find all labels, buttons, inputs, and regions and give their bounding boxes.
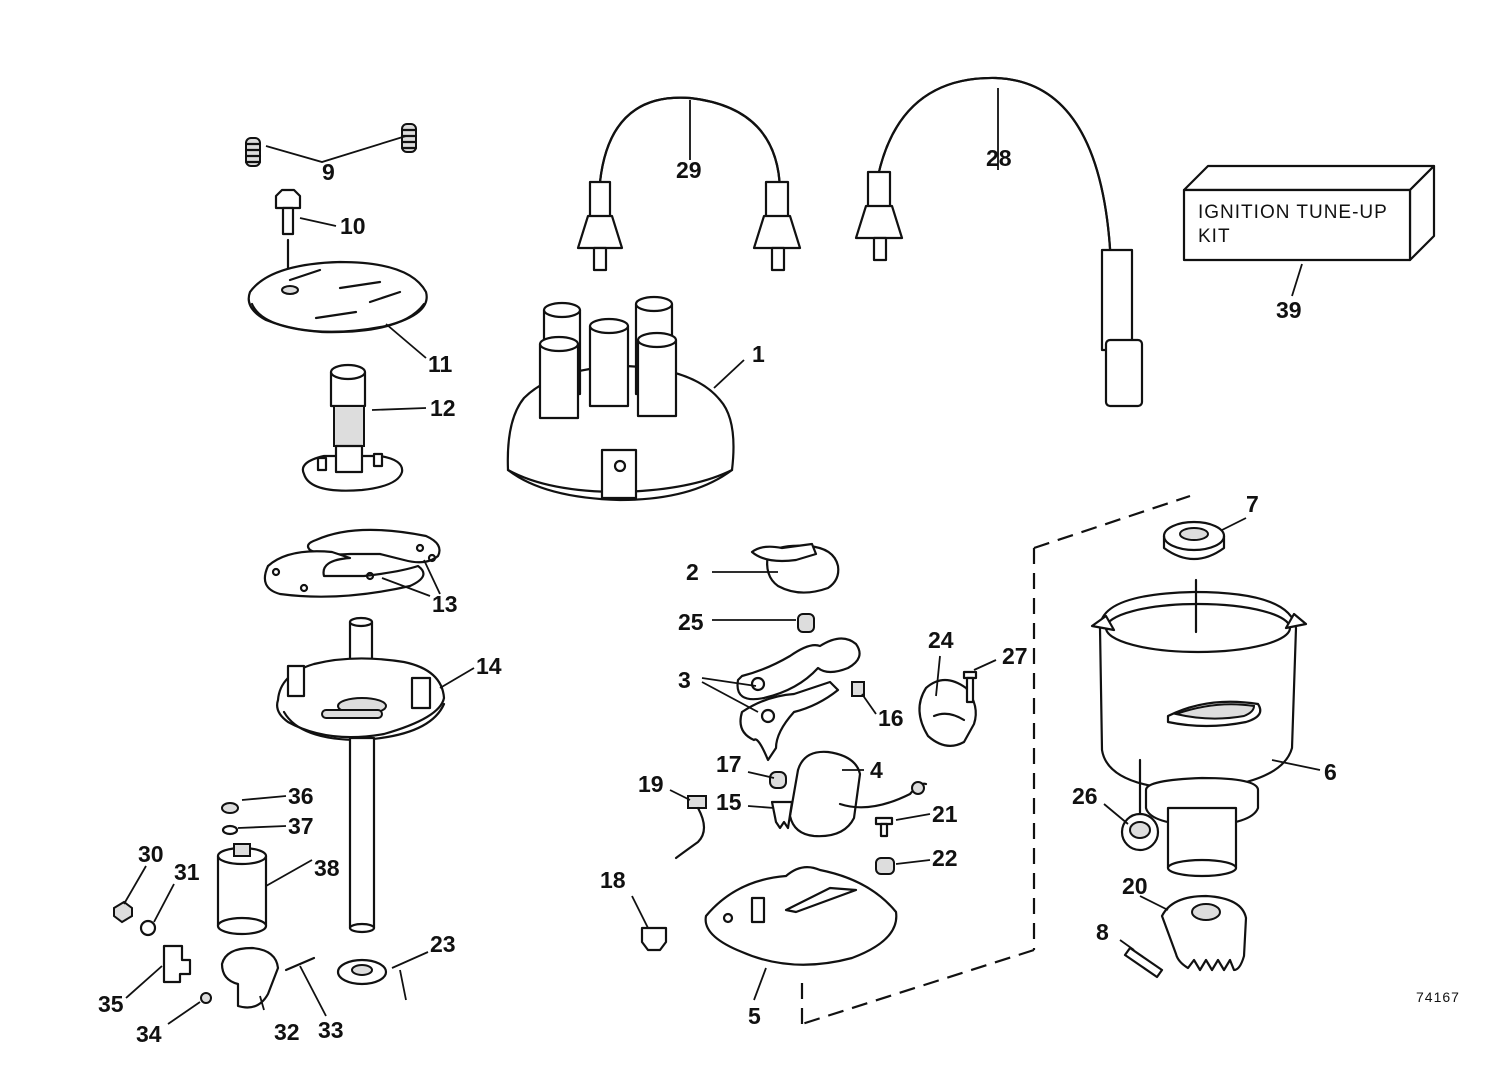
callout-31: 31 bbox=[174, 859, 200, 885]
part-6-distributor-housing bbox=[1090, 578, 1308, 878]
callout-36: 36 bbox=[288, 783, 314, 809]
callout-16: 16 bbox=[878, 705, 904, 731]
parts-15-17-hardware bbox=[769, 771, 794, 830]
part-11-breaker-plate bbox=[247, 260, 428, 334]
part-38-condenser bbox=[216, 843, 268, 936]
callout-17: 17 bbox=[716, 751, 742, 777]
callout-8: 8 bbox=[1096, 919, 1109, 945]
callout-37: 37 bbox=[288, 813, 314, 839]
callout-35: 35 bbox=[98, 991, 124, 1017]
part-24-clip bbox=[918, 678, 977, 747]
part-1-distributor-cap bbox=[506, 295, 735, 502]
part-14-shaft-assembly bbox=[276, 616, 446, 934]
part-20-gear bbox=[1160, 894, 1248, 972]
part-5-base-plate bbox=[704, 865, 898, 966]
callout-numbers: 1 2 3 4 5 6 7 8 9 10 11 12 13 14 15 16 1… bbox=[98, 145, 1337, 1047]
callout-29: 29 bbox=[676, 157, 702, 183]
callout-38: 38 bbox=[314, 855, 340, 881]
parts-21-22-hardware bbox=[874, 816, 895, 875]
callout-22: 22 bbox=[932, 845, 958, 871]
part-19-ground-wire bbox=[674, 795, 707, 860]
callout-11: 11 bbox=[428, 351, 453, 377]
callout-23: 23 bbox=[430, 931, 456, 957]
part-7-seal bbox=[1162, 520, 1226, 560]
kit-label-line1: IGNITION TUNE-UP bbox=[1198, 202, 1388, 223]
callout-13: 13 bbox=[432, 591, 458, 617]
callout-20: 20 bbox=[1122, 873, 1148, 899]
callout-39: 39 bbox=[1276, 297, 1302, 323]
callout-5: 5 bbox=[748, 1003, 761, 1029]
callout-3: 3 bbox=[678, 667, 691, 693]
callout-15: 15 bbox=[716, 789, 742, 815]
callout-26: 26 bbox=[1072, 783, 1098, 809]
part-8-pin bbox=[1123, 946, 1164, 979]
catalog-number: 74167 bbox=[1416, 989, 1460, 1005]
callout-28: 28 bbox=[986, 145, 1012, 171]
callout-18: 18 bbox=[600, 867, 626, 893]
callout-34: 34 bbox=[136, 1021, 162, 1047]
part-26-bushing bbox=[1120, 758, 1160, 852]
leader-lines bbox=[123, 88, 1321, 1025]
part-23-washer bbox=[336, 958, 388, 986]
part-25-felt-wick bbox=[797, 613, 815, 633]
part-27-screw bbox=[962, 670, 978, 704]
callout-9: 9 bbox=[322, 159, 335, 185]
callout-12: 12 bbox=[430, 395, 456, 421]
part-2-rotor bbox=[750, 542, 840, 594]
callout-27: 27 bbox=[1002, 643, 1028, 669]
part-28-long-wire bbox=[854, 76, 1144, 408]
part-36-37-washers bbox=[221, 802, 239, 836]
kit-label-line2: KIT bbox=[1198, 226, 1231, 247]
part-3-breaker-points bbox=[736, 637, 865, 762]
callout-25: 25 bbox=[678, 609, 704, 635]
part-29-short-wire bbox=[576, 96, 802, 272]
assembly-dashed-line bbox=[800, 494, 1191, 1026]
part-12-cam bbox=[301, 363, 404, 492]
callout-6: 6 bbox=[1324, 759, 1337, 785]
callout-32: 32 bbox=[274, 1019, 300, 1045]
callout-10: 10 bbox=[340, 213, 366, 239]
callout-19: 19 bbox=[638, 771, 664, 797]
callout-4: 4 bbox=[870, 757, 883, 783]
callout-24: 24 bbox=[928, 627, 954, 653]
callout-1: 1 bbox=[752, 341, 765, 367]
callout-30: 30 bbox=[138, 841, 164, 867]
callout-21: 21 bbox=[932, 801, 958, 827]
callout-2: 2 bbox=[686, 559, 699, 585]
callout-33: 33 bbox=[318, 1017, 344, 1043]
part-13-weights bbox=[263, 528, 441, 598]
part-10-screw bbox=[274, 188, 302, 272]
callout-7: 7 bbox=[1246, 491, 1259, 517]
parts-30-35-small-hardware bbox=[113, 900, 316, 1009]
part-18-bushing bbox=[640, 926, 668, 952]
part-4-condenser bbox=[788, 750, 928, 838]
callout-14: 14 bbox=[476, 653, 502, 679]
part-39-tune-up-kit-box: IGNITION TUNE-UP KIT bbox=[1182, 164, 1436, 262]
